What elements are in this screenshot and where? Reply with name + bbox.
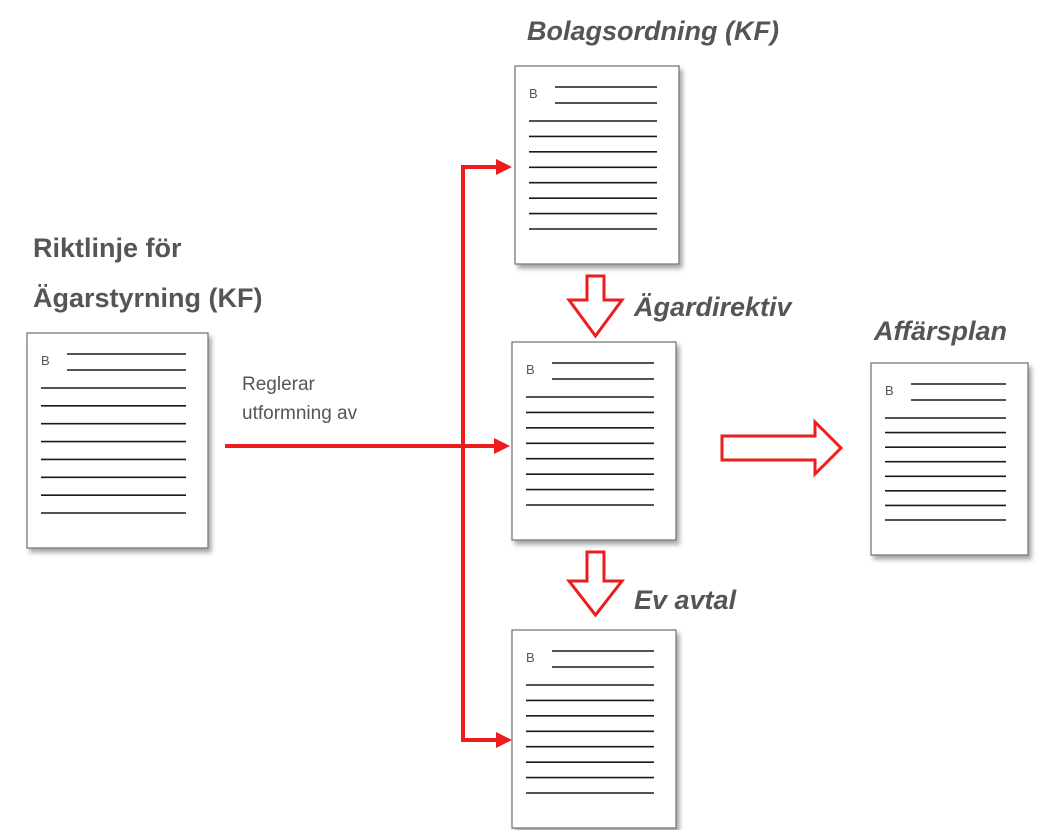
document-letter: B [41, 353, 50, 368]
document-page-icon [511, 629, 677, 829]
documents-group: B B B B B [26, 65, 1029, 829]
document-page-icon [26, 332, 209, 549]
document-page-icon [514, 65, 680, 265]
arrowhead-agardirektiv-icon [494, 438, 510, 454]
label-agardirektiv: Ägardirektiv [633, 292, 794, 322]
down-arrow-agardirektiv-icon [566, 274, 625, 339]
document-letter: B [885, 383, 894, 398]
doc-ev-avtal: B [511, 629, 677, 829]
right-arrow-affarsplan-icon [720, 418, 844, 478]
doc-bolagsordning: B [514, 65, 680, 265]
document-letter: B [529, 86, 538, 101]
title-left-line2: Ägarstyrning (KF) [33, 283, 263, 313]
label-bolagsordning: Bolagsordning (KF) [527, 16, 779, 46]
arrowhead-bolagsordning-icon [496, 159, 512, 175]
title-left-line1: Riktlinje för [33, 233, 182, 263]
document-page-icon [511, 341, 677, 541]
document-letter: B [526, 362, 535, 377]
down-arrow-ev-avtal-icon [565, 550, 626, 618]
connector-label-line2: utformning av [242, 403, 358, 424]
document-letter: B [526, 650, 535, 665]
doc-affarsplan: B [870, 362, 1029, 556]
label-affarsplan: Affärsplan [873, 316, 1007, 346]
connector-label-line1: Reglerar [242, 374, 316, 395]
arrowhead-ev-avtal-icon [496, 732, 512, 748]
document-page-icon [870, 362, 1029, 556]
doc-agardirektiv: B [511, 341, 677, 541]
label-ev-avtal: Ev avtal [634, 585, 737, 615]
doc-riktlinje: B [26, 332, 209, 549]
